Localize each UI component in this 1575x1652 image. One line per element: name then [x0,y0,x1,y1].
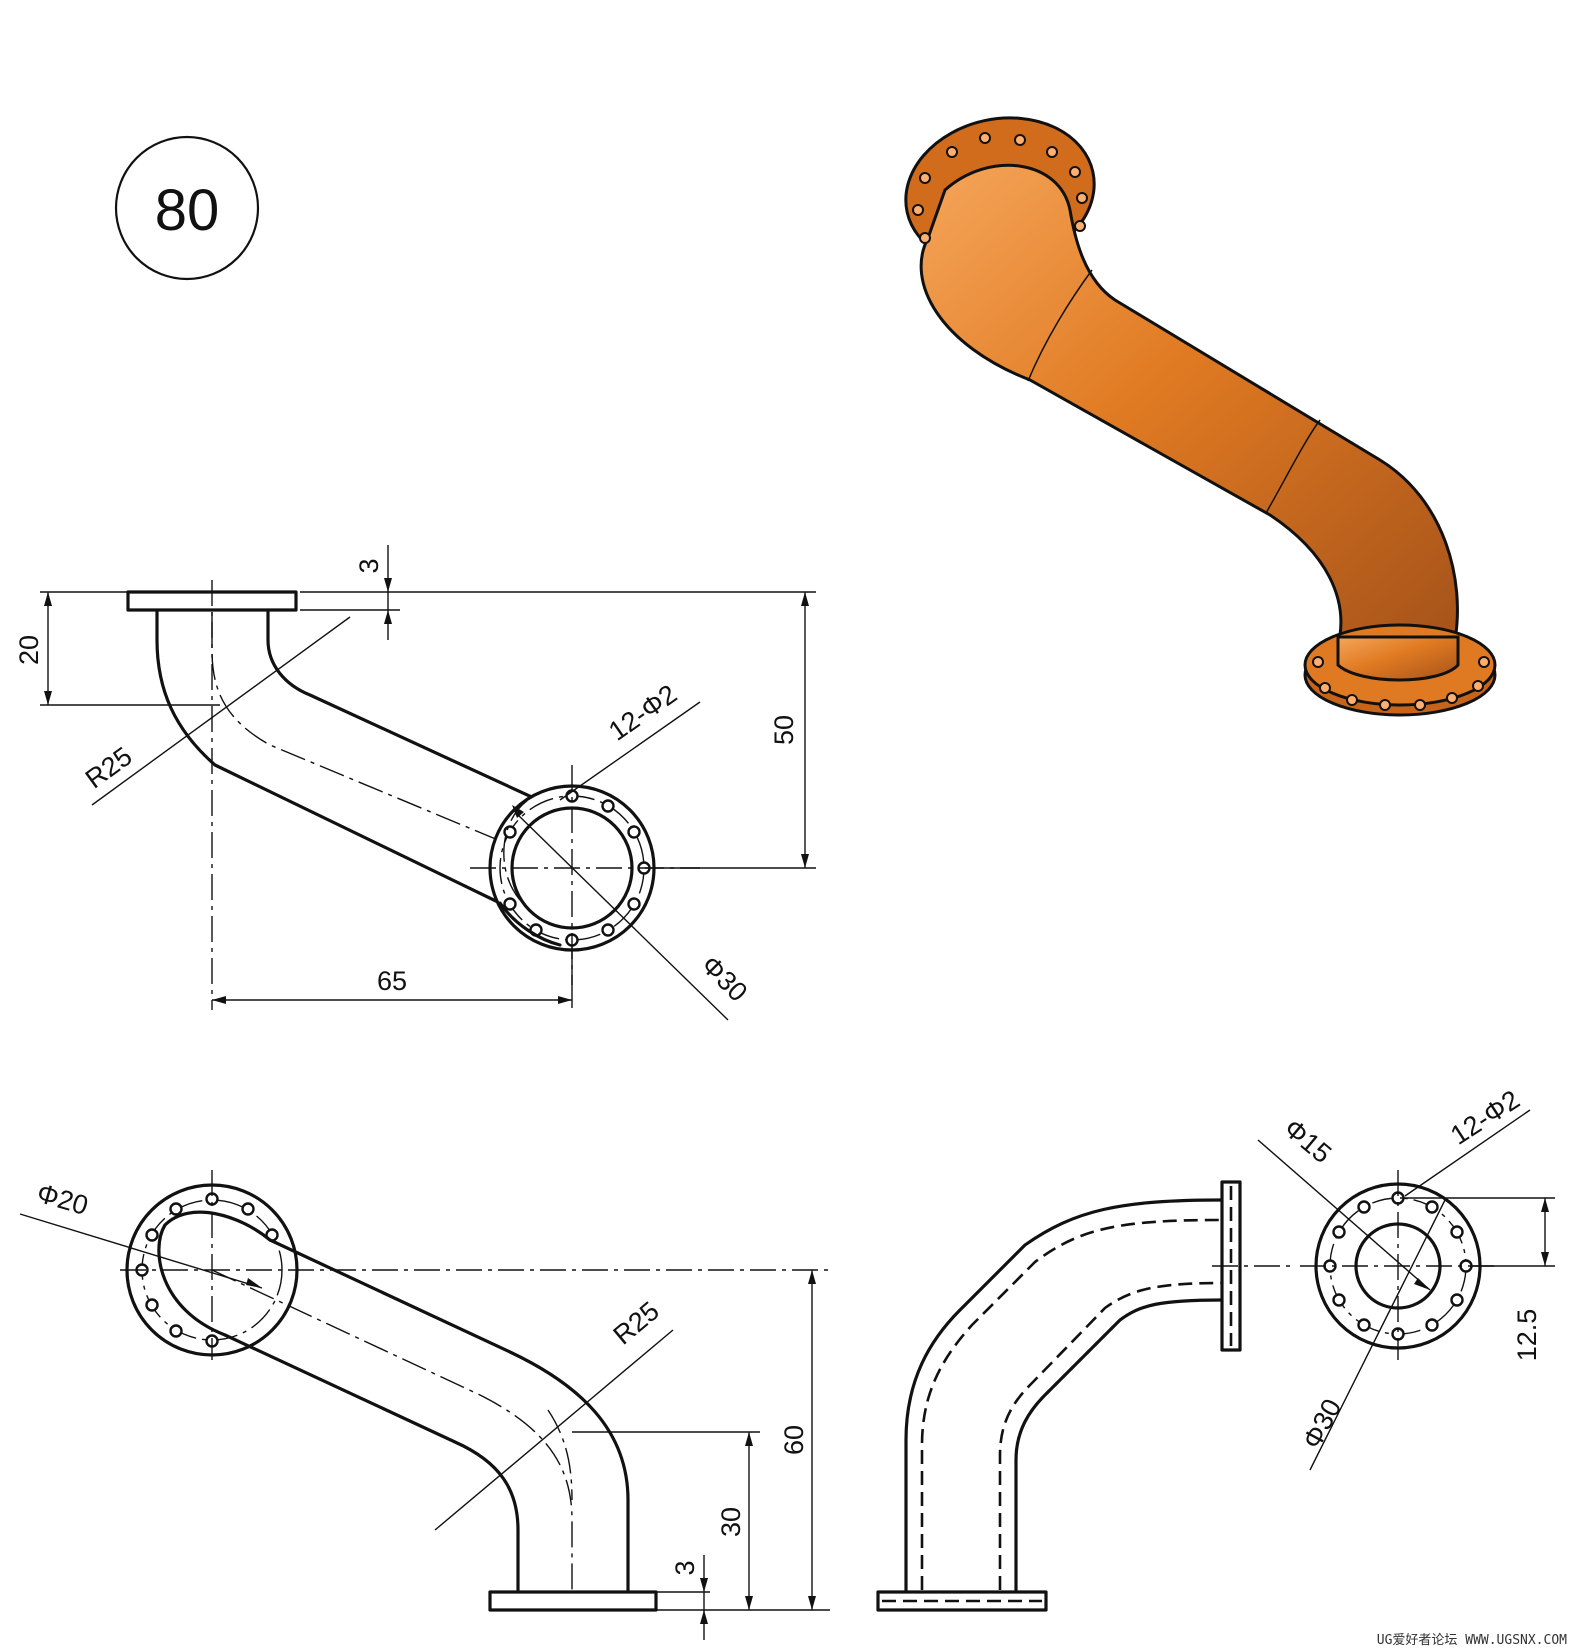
front-dim-dia-30: Φ30 [696,950,754,1008]
drawing-number-badge: 80 [114,135,260,281]
front-dim-height-50: 50 [769,715,799,745]
pipe-inner-edge [266,610,562,812]
side-pipe-inner [1014,1298,1224,1592]
lower-flange-holes [1312,656,1490,711]
front-dim-radius: R25 [80,741,138,794]
side-view: Φ15 12-Φ2 12.5 Φ30 [876,1084,1555,1612]
side-pipe-hidden-outer [920,1218,1223,1590]
drawing-number: 80 [155,178,220,243]
top-dim-flange-thick: 3 [670,1560,700,1575]
top-dim-height-30: 30 [716,1507,746,1537]
front-dim-height-20: 20 [14,635,44,665]
top-pipe-inner [223,1333,520,1592]
upper-flange-holes [912,132,1088,244]
pipe-outer-edge [155,610,502,905]
top-pipe-end [157,1223,227,1337]
pipe-body [919,163,1459,642]
side-dim-height-12-5: 12.5 [1512,1309,1542,1362]
isometric-model [904,116,1497,717]
front-view: 3 20 R25 12-Φ2 50 Φ30 65 [14,545,816,1021]
front-dim-flange-thick: 3 [354,558,384,573]
top-pipe-outer [268,1238,630,1592]
side-pipe-outer [904,1198,1224,1592]
side-pipe-hidden-inner [998,1281,1223,1590]
top-view: Φ20 R25 30 60 3 [19,1170,830,1640]
front-dim-width-65: 65 [377,966,407,996]
top-dim-radius: R25 [608,1296,665,1351]
watermark-footer: UG爱好者论坛 WWW.UGSNX.COM [1376,1633,1567,1648]
front-dim-holes: 12-Φ2 [603,679,682,747]
side-bottom-flange [876,1590,1048,1612]
bottom-flange [488,1590,658,1612]
side-dim-dia-15: Φ15 [1278,1113,1337,1169]
lower-pipe-stub [1336,635,1460,682]
top-pipe-cap [163,1210,272,1242]
top-dim-dia-20: Φ20 [34,1178,92,1221]
pipe-seam-upper [1027,269,1093,382]
bolt-holes [503,789,651,947]
top-pipe-centerline [211,1269,573,1600]
side-bolt-holes [1323,1191,1473,1341]
side-dim-dia-30: Φ30 [1297,1394,1348,1454]
top-dim-height-60: 60 [779,1425,809,1455]
pipe-seam-lower [1265,419,1321,514]
